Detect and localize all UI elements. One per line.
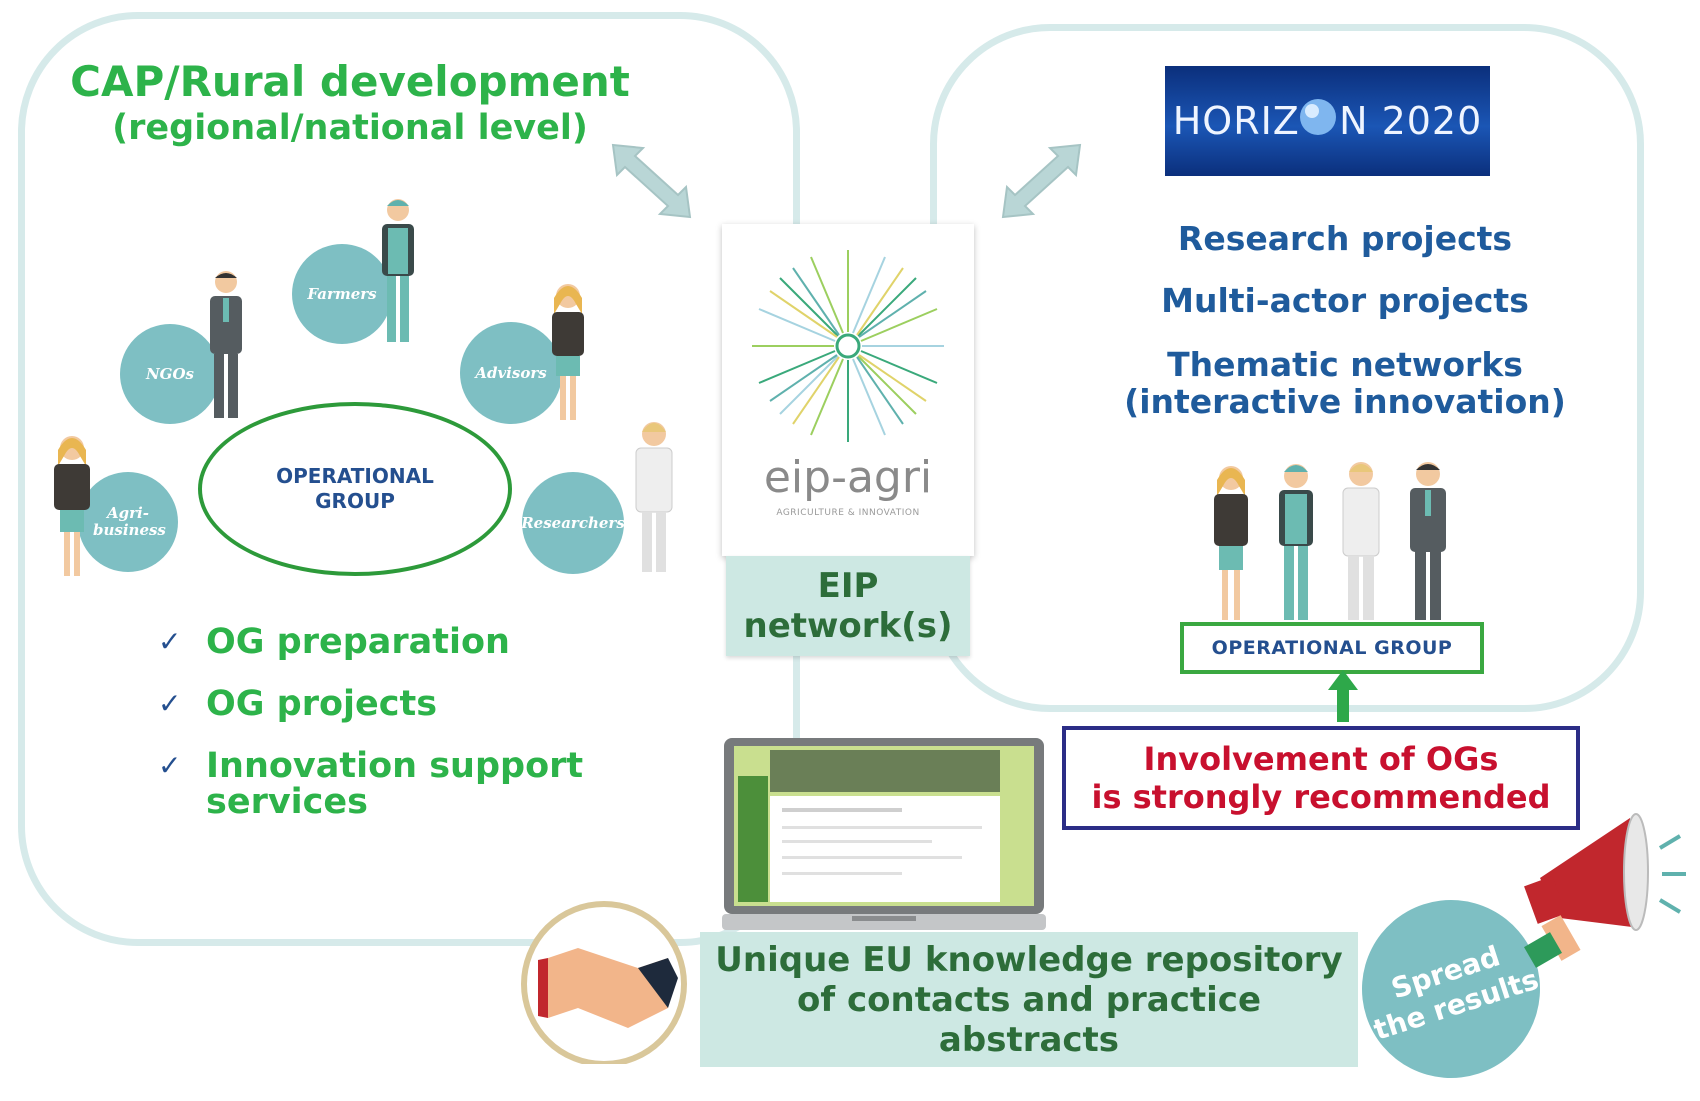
- recommendation-line1: Involvement of OGs: [1143, 740, 1499, 778]
- interactive-innovation-label: (interactive innovation): [1124, 382, 1566, 421]
- double-arrow-left-icon: [611, 143, 692, 219]
- advisors-circle: Advisors: [460, 322, 562, 424]
- researchers-label: Researchers: [521, 513, 625, 532]
- agri-business-figure-icon: [54, 436, 90, 576]
- operational-group-label: OPERATIONAL GROUP: [276, 464, 434, 513]
- eip-network-label: EIP network(s): [726, 556, 970, 656]
- repository-line3: abstracts: [938, 1019, 1120, 1060]
- eip-agri-tagline: AGRICULTURE & INNOVATION: [776, 508, 920, 518]
- ngos-circle: NGOs: [120, 324, 220, 424]
- eip-network-line2: network(s): [743, 606, 953, 646]
- operational-group-figures-icon: [1214, 462, 1446, 620]
- eip-network-line1: EIP: [817, 566, 879, 606]
- farmers-circle: Farmers: [292, 244, 392, 344]
- agri-business-circle: Agri-business: [78, 472, 178, 572]
- farmers-label: Farmers: [307, 284, 377, 303]
- bullet-label: OG preparation: [206, 622, 510, 662]
- checkmark-icon: ✓: [158, 749, 182, 782]
- researcher-figure-icon: [635, 422, 673, 572]
- ngos-label: NGOs: [145, 364, 195, 383]
- checkmark-icon: ✓: [158, 625, 182, 658]
- recommendation-box: Involvement of OGs is strongly recommend…: [1062, 726, 1580, 830]
- bullet-label: Innovation support services: [206, 746, 584, 822]
- right-operational-group-label: OPERATIONAL GROUP: [1211, 637, 1453, 659]
- left-panel-title: CAP/Rural development: [70, 57, 630, 106]
- bullet-item: ✓ Innovation support services: [150, 748, 646, 820]
- bullet-label: OG projects: [206, 684, 438, 724]
- multi-actor-projects-label: Multi-actor projects: [1161, 281, 1529, 320]
- repository-line1: Unique EU knowledge repository: [715, 939, 1343, 980]
- operational-group-ellipse: OPERATIONAL GROUP: [198, 402, 512, 576]
- left-panel-subtitle: (regional/national level): [112, 108, 588, 148]
- agri-business-label: Agri-business: [93, 504, 166, 539]
- knowledge-repository-box: Unique EU knowledge repository of contac…: [700, 932, 1358, 1067]
- globe-icon: [1300, 99, 1336, 135]
- eip-agri-starburst-icon: [752, 250, 944, 442]
- bullet-list: ✓ OG preparation ✓ OG projects ✓ Innovat…: [150, 624, 646, 846]
- eip-agri-logo-card: eip-agri AGRICULTURE & INNOVATION: [722, 224, 974, 556]
- advisors-label: Advisors: [475, 363, 547, 382]
- up-arrow-icon: [1328, 670, 1358, 722]
- researchers-circle: Researchers: [521, 472, 625, 574]
- thematic-networks-label: Thematic networks: [1167, 345, 1523, 384]
- checkmark-icon: ✓: [158, 687, 182, 720]
- bullet-item: ✓ OG preparation: [150, 624, 646, 660]
- horizon-2020-logo-text: HORIZ N 2020: [1172, 99, 1483, 143]
- handshake-icon: [521, 901, 687, 1064]
- eip-agri-logo-text: eip-agri: [763, 452, 933, 503]
- double-arrow-right-icon: [1001, 143, 1082, 219]
- right-operational-group-box: OPERATIONAL GROUP: [1180, 622, 1484, 674]
- recommendation-line2: is strongly recommended: [1091, 778, 1551, 816]
- advisor-figure-icon: [552, 284, 584, 420]
- bullet-item: ✓ OG projects: [150, 686, 646, 722]
- farmer-figure-icon: [382, 199, 414, 342]
- laptop-screen-icon: [722, 738, 1046, 930]
- research-projects-label: Research projects: [1177, 219, 1513, 258]
- megaphone-icon: [1524, 813, 1686, 968]
- ngo-figure-icon: [210, 271, 242, 418]
- repository-line2: of contacts and practice: [796, 979, 1262, 1020]
